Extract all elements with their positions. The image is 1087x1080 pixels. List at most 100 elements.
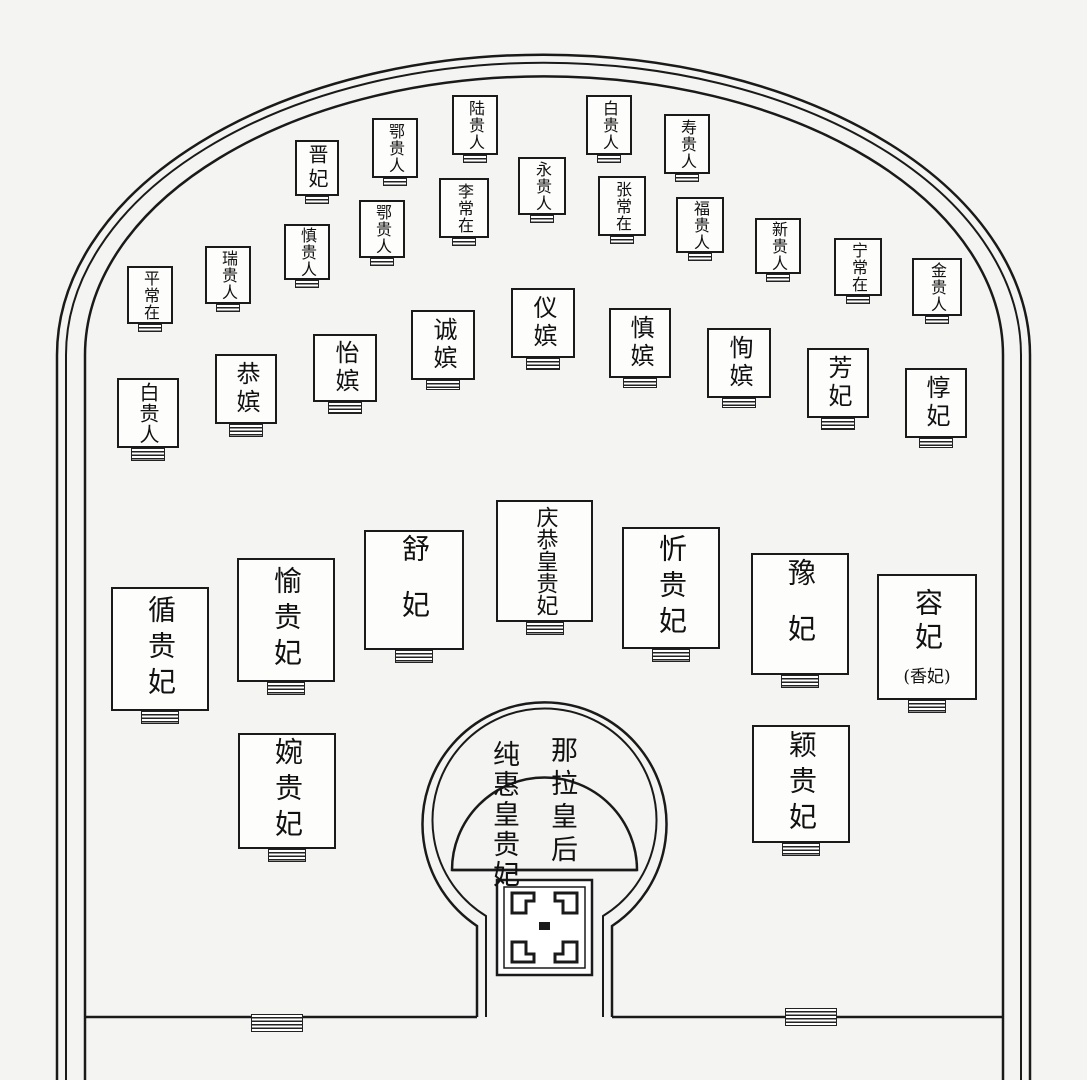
tomb-ning-changzai: 宁常在: [834, 238, 882, 296]
tomb-jin-fei: 晋妃: [295, 140, 339, 196]
tomb-label: 豫妃: [784, 558, 817, 670]
tomb-label: 慎贵人: [298, 226, 317, 278]
tomb-label: 瑞贵人: [219, 249, 238, 301]
tomb-yi2-pin: 仪嫔: [511, 288, 575, 358]
tomb-wan-guifei: 婉贵妃: [238, 733, 336, 849]
tomb-label: 诚嫔: [429, 317, 457, 373]
tomb-label: 鄂贵人: [373, 203, 392, 255]
tomb-shen-guiren: 慎贵人: [284, 224, 330, 280]
tomb-label: 忻贵妃: [655, 534, 688, 642]
gate-steps-left: [251, 1014, 303, 1032]
steps: [722, 398, 756, 408]
steps: [846, 296, 870, 304]
tomb-label: 循贵妃: [144, 595, 177, 703]
steps: [782, 843, 820, 856]
tomb-shen-pin: 慎嫔: [609, 308, 671, 378]
tomb-fu-guiren: 福贵人: [676, 197, 724, 253]
steps: [530, 215, 554, 223]
steps: [141, 711, 179, 724]
tomb-xun-guifei: 循贵妃: [111, 587, 209, 711]
tomb-yong-guiren: 永贵人: [518, 157, 566, 215]
tomb-label: 白贵人: [136, 381, 160, 445]
tomb-label: 恂嫔: [725, 335, 753, 391]
central-mound-core: [450, 776, 639, 872]
steps: [216, 304, 240, 312]
tomb-label: 晋妃: [305, 144, 329, 192]
tomb-label: 婉贵妃: [271, 737, 304, 845]
tomb-yi-pin: 怡嫔: [313, 334, 377, 402]
steps: [268, 849, 306, 862]
tomb-ying-guifei: 颖贵妃: [752, 725, 850, 843]
tomb-dun-fei: 惇妃: [905, 368, 967, 438]
steps: [675, 174, 699, 182]
middle-wall-line: [65, 61, 1022, 1080]
tomb-label: 新贵人: [769, 220, 788, 272]
steps: [305, 196, 329, 204]
steps: [925, 316, 949, 324]
tomb-bai-guiren: 白贵人: [586, 95, 632, 155]
steps: [688, 253, 712, 261]
steps: [652, 649, 690, 662]
steps: [821, 418, 855, 430]
tomb-label: 平常在: [141, 269, 160, 321]
tomb-label: 陆贵人: [466, 99, 485, 151]
steps: [328, 402, 362, 414]
tomb-yu-fei: 豫妃: [751, 553, 849, 675]
central-mound-outer: [421, 701, 668, 1017]
steps: [452, 238, 476, 246]
steps: [610, 236, 634, 244]
tomb-li-changzai: 李常在: [439, 178, 489, 238]
tomb-xin-guiren: 新贵人: [755, 218, 801, 274]
tomb-label: 白贵人: [600, 99, 619, 151]
tomb-label: 怡嫔: [331, 340, 359, 396]
tomb-xun-pin: 恂嫔: [707, 328, 771, 398]
altar-ornament: [510, 891, 579, 964]
tomb-shu-fei: 舒妃: [364, 530, 464, 650]
tomb-label: 仪嫔: [529, 295, 557, 351]
tomb-label: 容妃: [910, 587, 944, 656]
tomb-rong-fei: 容妃 (香妃): [877, 574, 977, 700]
steps: [766, 274, 790, 282]
center-label-chunhui: 纯惠皇贵妃: [488, 740, 519, 890]
steps: [131, 448, 165, 461]
tomb-fang-fei: 芳妃: [807, 348, 869, 418]
tomb-label: 金贵人: [928, 261, 947, 313]
tomb-label: 宁常在: [849, 241, 868, 293]
steps: [463, 155, 487, 163]
tomb-label: 愉贵妃: [270, 566, 303, 674]
steps: [395, 650, 433, 663]
steps: [526, 358, 560, 370]
tomb-label: 惇妃: [922, 375, 950, 431]
tomb-label: 永贵人: [533, 160, 552, 212]
steps: [383, 178, 407, 186]
tomb-e2-guiren: 鄂贵人: [359, 200, 405, 258]
tomb-shou-guiren: 寿贵人: [664, 114, 710, 174]
tomb-ruyi-guiren: 瑞贵人: [205, 246, 251, 304]
tomb-note: (香妃): [903, 666, 951, 687]
tomb-label: 芳妃: [824, 355, 852, 411]
inner-wall-line: [83, 75, 1005, 1080]
steps: [597, 155, 621, 163]
tomb-e-guiren: 鄂贵人: [372, 118, 418, 178]
tomb-label: 恭嫔: [232, 361, 260, 417]
tomb-qinggong-huangguifei: 庆恭皇贵妃: [496, 500, 593, 622]
tomb-label: 寿贵人: [678, 118, 697, 170]
tomb-label: 慎嫔: [626, 315, 654, 371]
steps: [267, 682, 305, 695]
steps: [526, 622, 564, 635]
central-mound-inner: [431, 707, 658, 1017]
steps: [781, 675, 819, 688]
steps: [623, 378, 657, 388]
tomb-yu-guifei: 愉贵妃: [237, 558, 335, 682]
outer-wall-line: [55, 53, 1032, 1080]
tomb-gong-pin: 恭嫔: [215, 354, 277, 424]
tomb-label: 鄂贵人: [386, 122, 405, 174]
tomb-label: 福贵人: [691, 199, 710, 251]
steps: [426, 380, 460, 390]
tomb-label: 庆恭皇贵妃: [532, 506, 558, 616]
rong-fei-stack: 容妃 (香妃): [903, 588, 950, 687]
tomb-label: 舒妃: [398, 534, 431, 646]
tomb-jin-guiren: 金贵人: [912, 258, 962, 316]
tomb-lu-guiren: 陆贵人: [452, 95, 498, 155]
